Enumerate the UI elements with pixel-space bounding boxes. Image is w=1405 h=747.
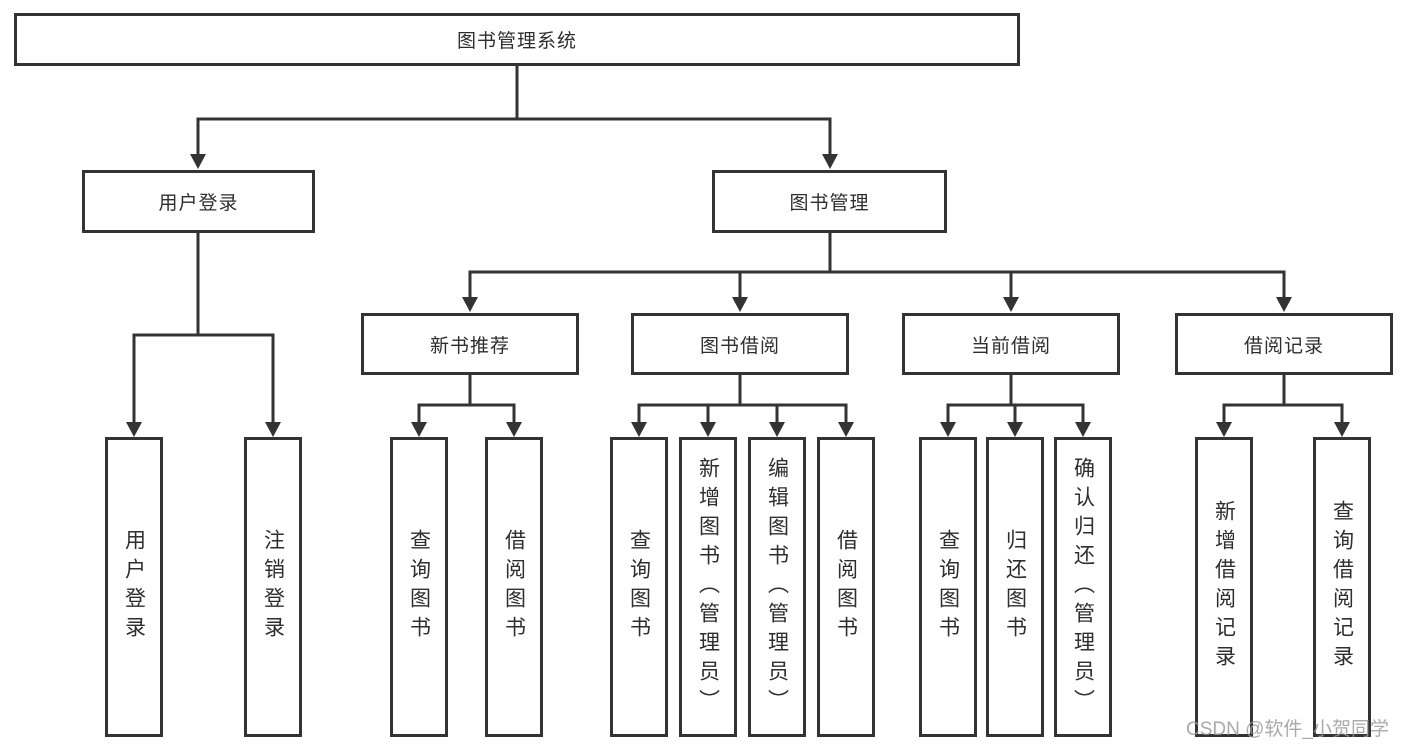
- node-label: 新增图书（管理员）: [696, 456, 720, 718]
- node-label: 查询图书: [627, 529, 651, 645]
- leaf-add-borrow-record: 新增借阅记录: [1195, 437, 1253, 737]
- node-borrowing-records: 借阅记录: [1175, 313, 1393, 375]
- node-book-management: 图书管理: [712, 170, 947, 233]
- node-label: 用户登录: [122, 529, 146, 645]
- connector-paths: [132, 66, 1344, 423]
- leaf-return-books: 归还图书: [986, 437, 1044, 737]
- node-label: 图书管理: [789, 193, 870, 214]
- node-user-login: 用户登录: [82, 170, 315, 233]
- leaf-borrow-books-recommend: 借阅图书: [485, 437, 543, 737]
- leaf-user-login: 用户登录: [105, 437, 163, 737]
- arrowhead-icons: [126, 154, 1350, 437]
- node-label: 图书管理系统: [456, 31, 577, 52]
- leaf-add-books-admin: 新增图书（管理员）: [679, 437, 737, 737]
- leaf-query-borrow-record: 查询借阅记录: [1313, 437, 1371, 737]
- node-book-borrowing: 图书借阅: [631, 313, 849, 375]
- node-label: 查询图书: [407, 529, 431, 645]
- node-label: 借阅图书: [502, 529, 526, 645]
- node-label: 用户登录: [158, 193, 239, 214]
- node-current-borrowing: 当前借阅: [902, 313, 1120, 375]
- leaf-query-books-borrow: 查询图书: [610, 437, 668, 737]
- node-label: 图书借阅: [699, 335, 780, 357]
- leaf-query-books-current: 查询图书: [919, 437, 977, 737]
- leaf-logout: 注销登录: [244, 437, 302, 737]
- leaf-edit-books-admin: 编辑图书（管理员）: [748, 437, 806, 737]
- node-label: 当前借阅: [970, 335, 1051, 357]
- node-label: 新书推荐: [429, 335, 510, 357]
- node-label: 编辑图书（管理员）: [765, 456, 789, 718]
- node-label: 查询图书: [936, 529, 960, 645]
- node-label: 确认归还（管理员）: [1071, 456, 1095, 718]
- csdn-watermark: CSDN @软件_小贺同学: [1186, 719, 1389, 740]
- leaf-borrow-books: 借阅图书: [817, 437, 875, 737]
- node-label: 借阅记录: [1243, 335, 1324, 357]
- node-label: 新增借阅记录: [1212, 500, 1236, 674]
- leaf-query-books-recommend: 查询图书: [390, 437, 448, 737]
- node-label: 借阅图书: [834, 529, 858, 645]
- leaf-confirm-return-admin: 确认归还（管理员）: [1054, 437, 1112, 737]
- node-label: 注销登录: [261, 529, 285, 645]
- node-root-system: 图书管理系统: [14, 13, 1020, 66]
- node-label: 查询借阅记录: [1330, 500, 1354, 674]
- node-label: 归还图书: [1003, 529, 1027, 645]
- node-new-book-recommendation: 新书推荐: [361, 313, 579, 375]
